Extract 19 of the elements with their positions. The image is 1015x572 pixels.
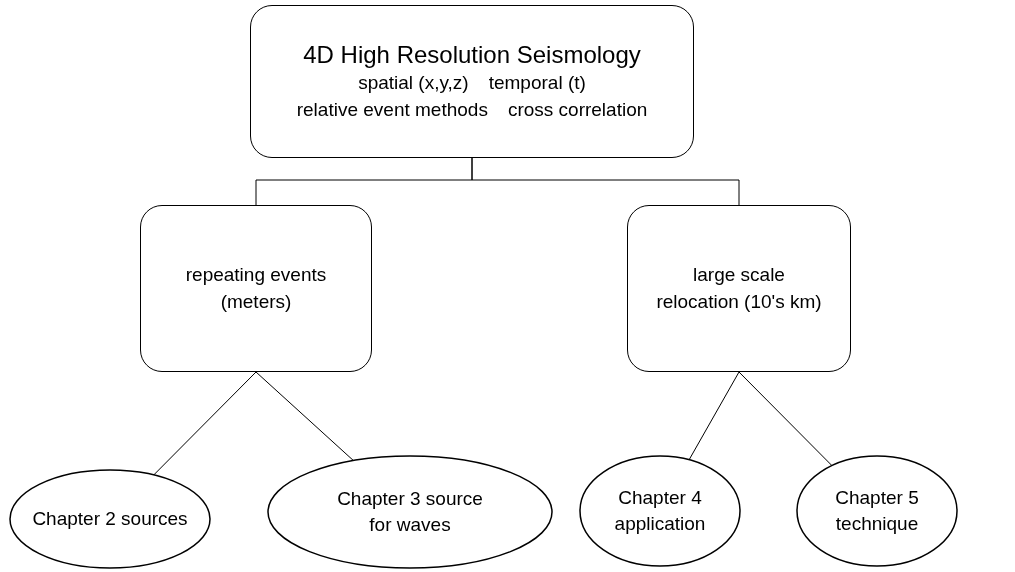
rounded-box: [627, 205, 851, 372]
node-label: Chapter 4 application: [613, 485, 707, 536]
keyword-text: temporal (t): [488, 71, 586, 96]
keyword-text: cross correlation: [507, 97, 648, 122]
connector-line: [471, 157, 740, 206]
connector-line: [255, 371, 354, 462]
heading-text: 4D High Resolution Seismology: [303, 40, 641, 71]
connector-line: [153, 371, 257, 476]
node-label: repeating events (meters): [184, 263, 328, 314]
keyword-text: relative event methods: [296, 97, 488, 122]
node-label: large scale relocation (10's km): [655, 263, 823, 314]
rounded-box: [140, 205, 372, 372]
connector-line: [688, 371, 740, 461]
keyword-text: spatial (x,y,z): [358, 71, 469, 96]
connector-line: [738, 371, 833, 467]
node-label: Chapter 3 source for waves: [336, 486, 484, 537]
node-label: Chapter 5 technique: [834, 485, 920, 536]
node-label: Chapter 2 sources: [31, 506, 189, 531]
rounded-box: [250, 5, 694, 158]
